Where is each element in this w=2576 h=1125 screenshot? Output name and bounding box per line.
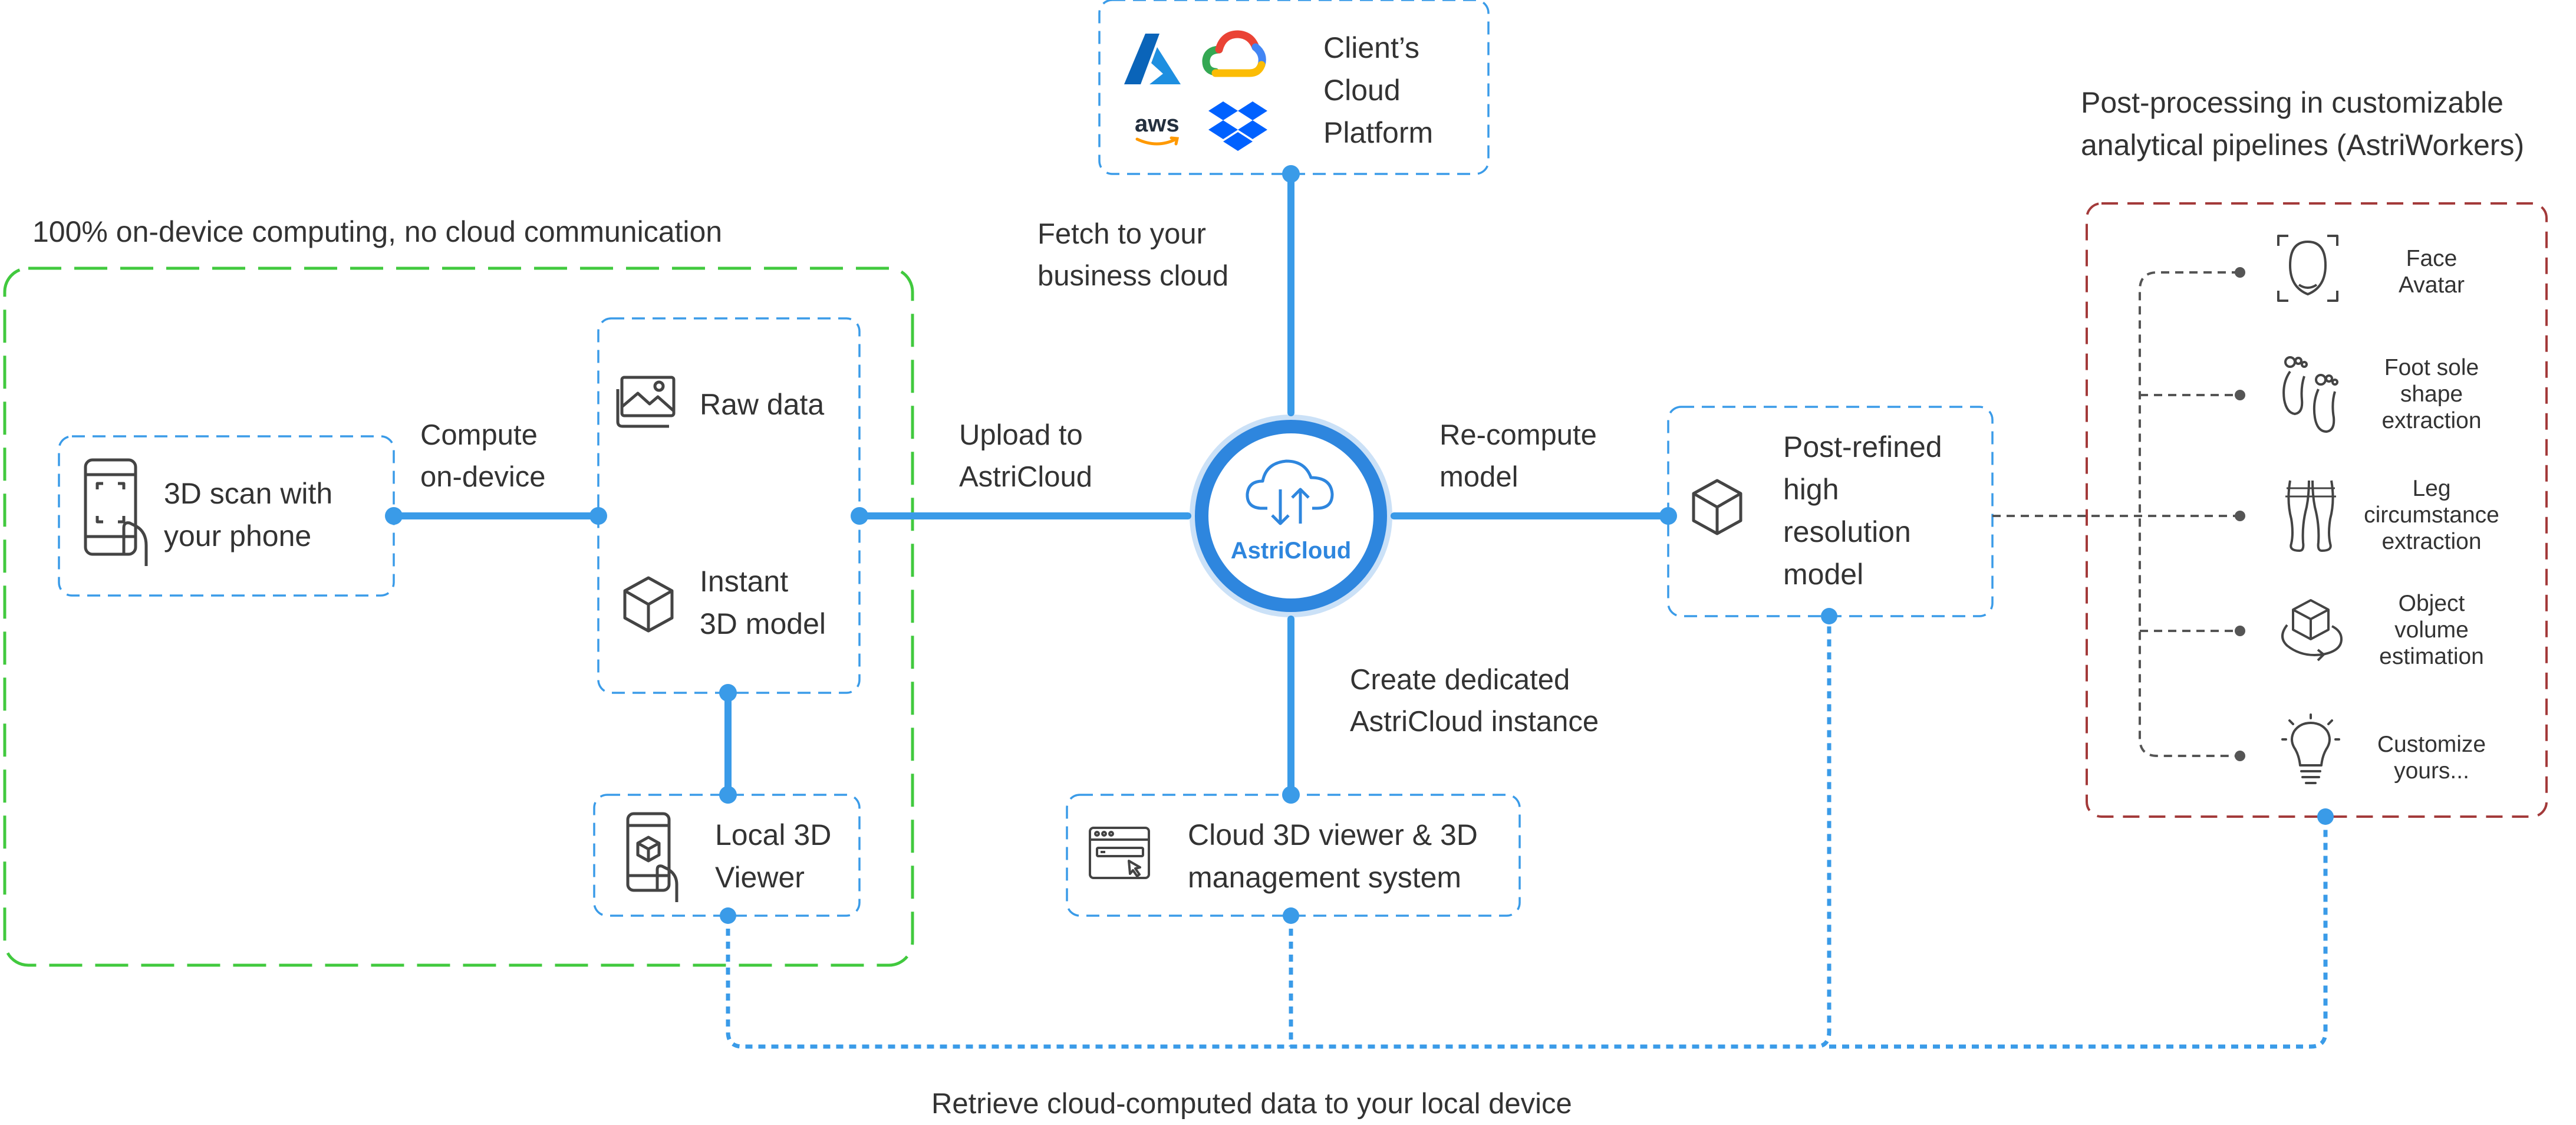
instant-model-node-label: Instant 3D model [700,565,826,640]
phone-cube-icon [625,811,684,905]
local-viewer-node-box [593,794,861,917]
recompute-edge-label: Re-compute model [1439,419,1597,493]
face-scan-icon [2275,233,2340,304]
cube-rotate-icon [2275,596,2346,666]
upload-edge-label: Upload to AstriCloud [959,419,1093,493]
client-cloud-node-label: Client’s Cloud Platform [1323,31,1434,149]
processing-node-box [597,317,861,694]
worker-label-customize: Customize yours... [2377,732,2486,784]
cloud-sync-icon [1244,454,1338,531]
on-device-group [3,267,914,967]
raw-data-node-label: Raw data [700,388,825,421]
aws-logo-text: aws [1135,111,1180,137]
browser-window-icon [1088,825,1152,881]
aws-logo: aws [1135,112,1182,147]
worker-label-leg: Leg circumstance extraction [2364,476,2499,554]
on-device-heading: 100% on-device computing, no cloud commu… [32,215,723,248]
worker-label-foot: Foot sole shape extraction [2381,355,2482,433]
dropbox-logo [1208,100,1267,153]
worker-label-volume: Object volume estimation [2379,591,2484,669]
worker-label-face: Face Avatar [2398,246,2465,298]
worker-connectors [1992,271,2240,757]
flow-connectors [390,170,1672,798]
lightbulb-icon [2281,713,2340,790]
cube-icon [622,575,675,634]
dedicated-edge-label: Create dedicated AstriCloud instance [1350,664,1599,738]
cube-icon [1691,478,1744,537]
post-processing-heading: Post-processing in customizable analytic… [2081,86,2525,162]
scan-node-label: 3D scan with your phone [164,477,333,552]
refined-model-node-label: Post-refined high resolution model [1783,430,1942,591]
cloud-viewer-node-label: Cloud 3D viewer & 3D management system [1188,818,1478,894]
retrieve-connector [726,616,2328,1049]
fetch-edge-label: Fetch to your business cloud [1037,218,1229,292]
footprint-icon [2277,354,2342,436]
compute-edge-label: Compute on-device [420,419,546,493]
image-stack-icon [613,374,678,433]
worker-dots [2235,267,2245,761]
legs-icon [2284,478,2337,554]
connector-dots [385,165,2334,924]
google-cloud-logo [1202,30,1267,81]
retrieve-edge-label: Retrieve cloud-computed data to your loc… [931,1088,1572,1120]
hub-label: AstriCloud [1230,538,1352,564]
local-viewer-node-label: Local 3D Viewer [715,818,832,894]
azure-logo [1123,32,1182,85]
astricloud-hub [1190,415,1392,617]
post-processing-group [2086,202,2548,818]
phone-scan-icon [83,457,153,569]
